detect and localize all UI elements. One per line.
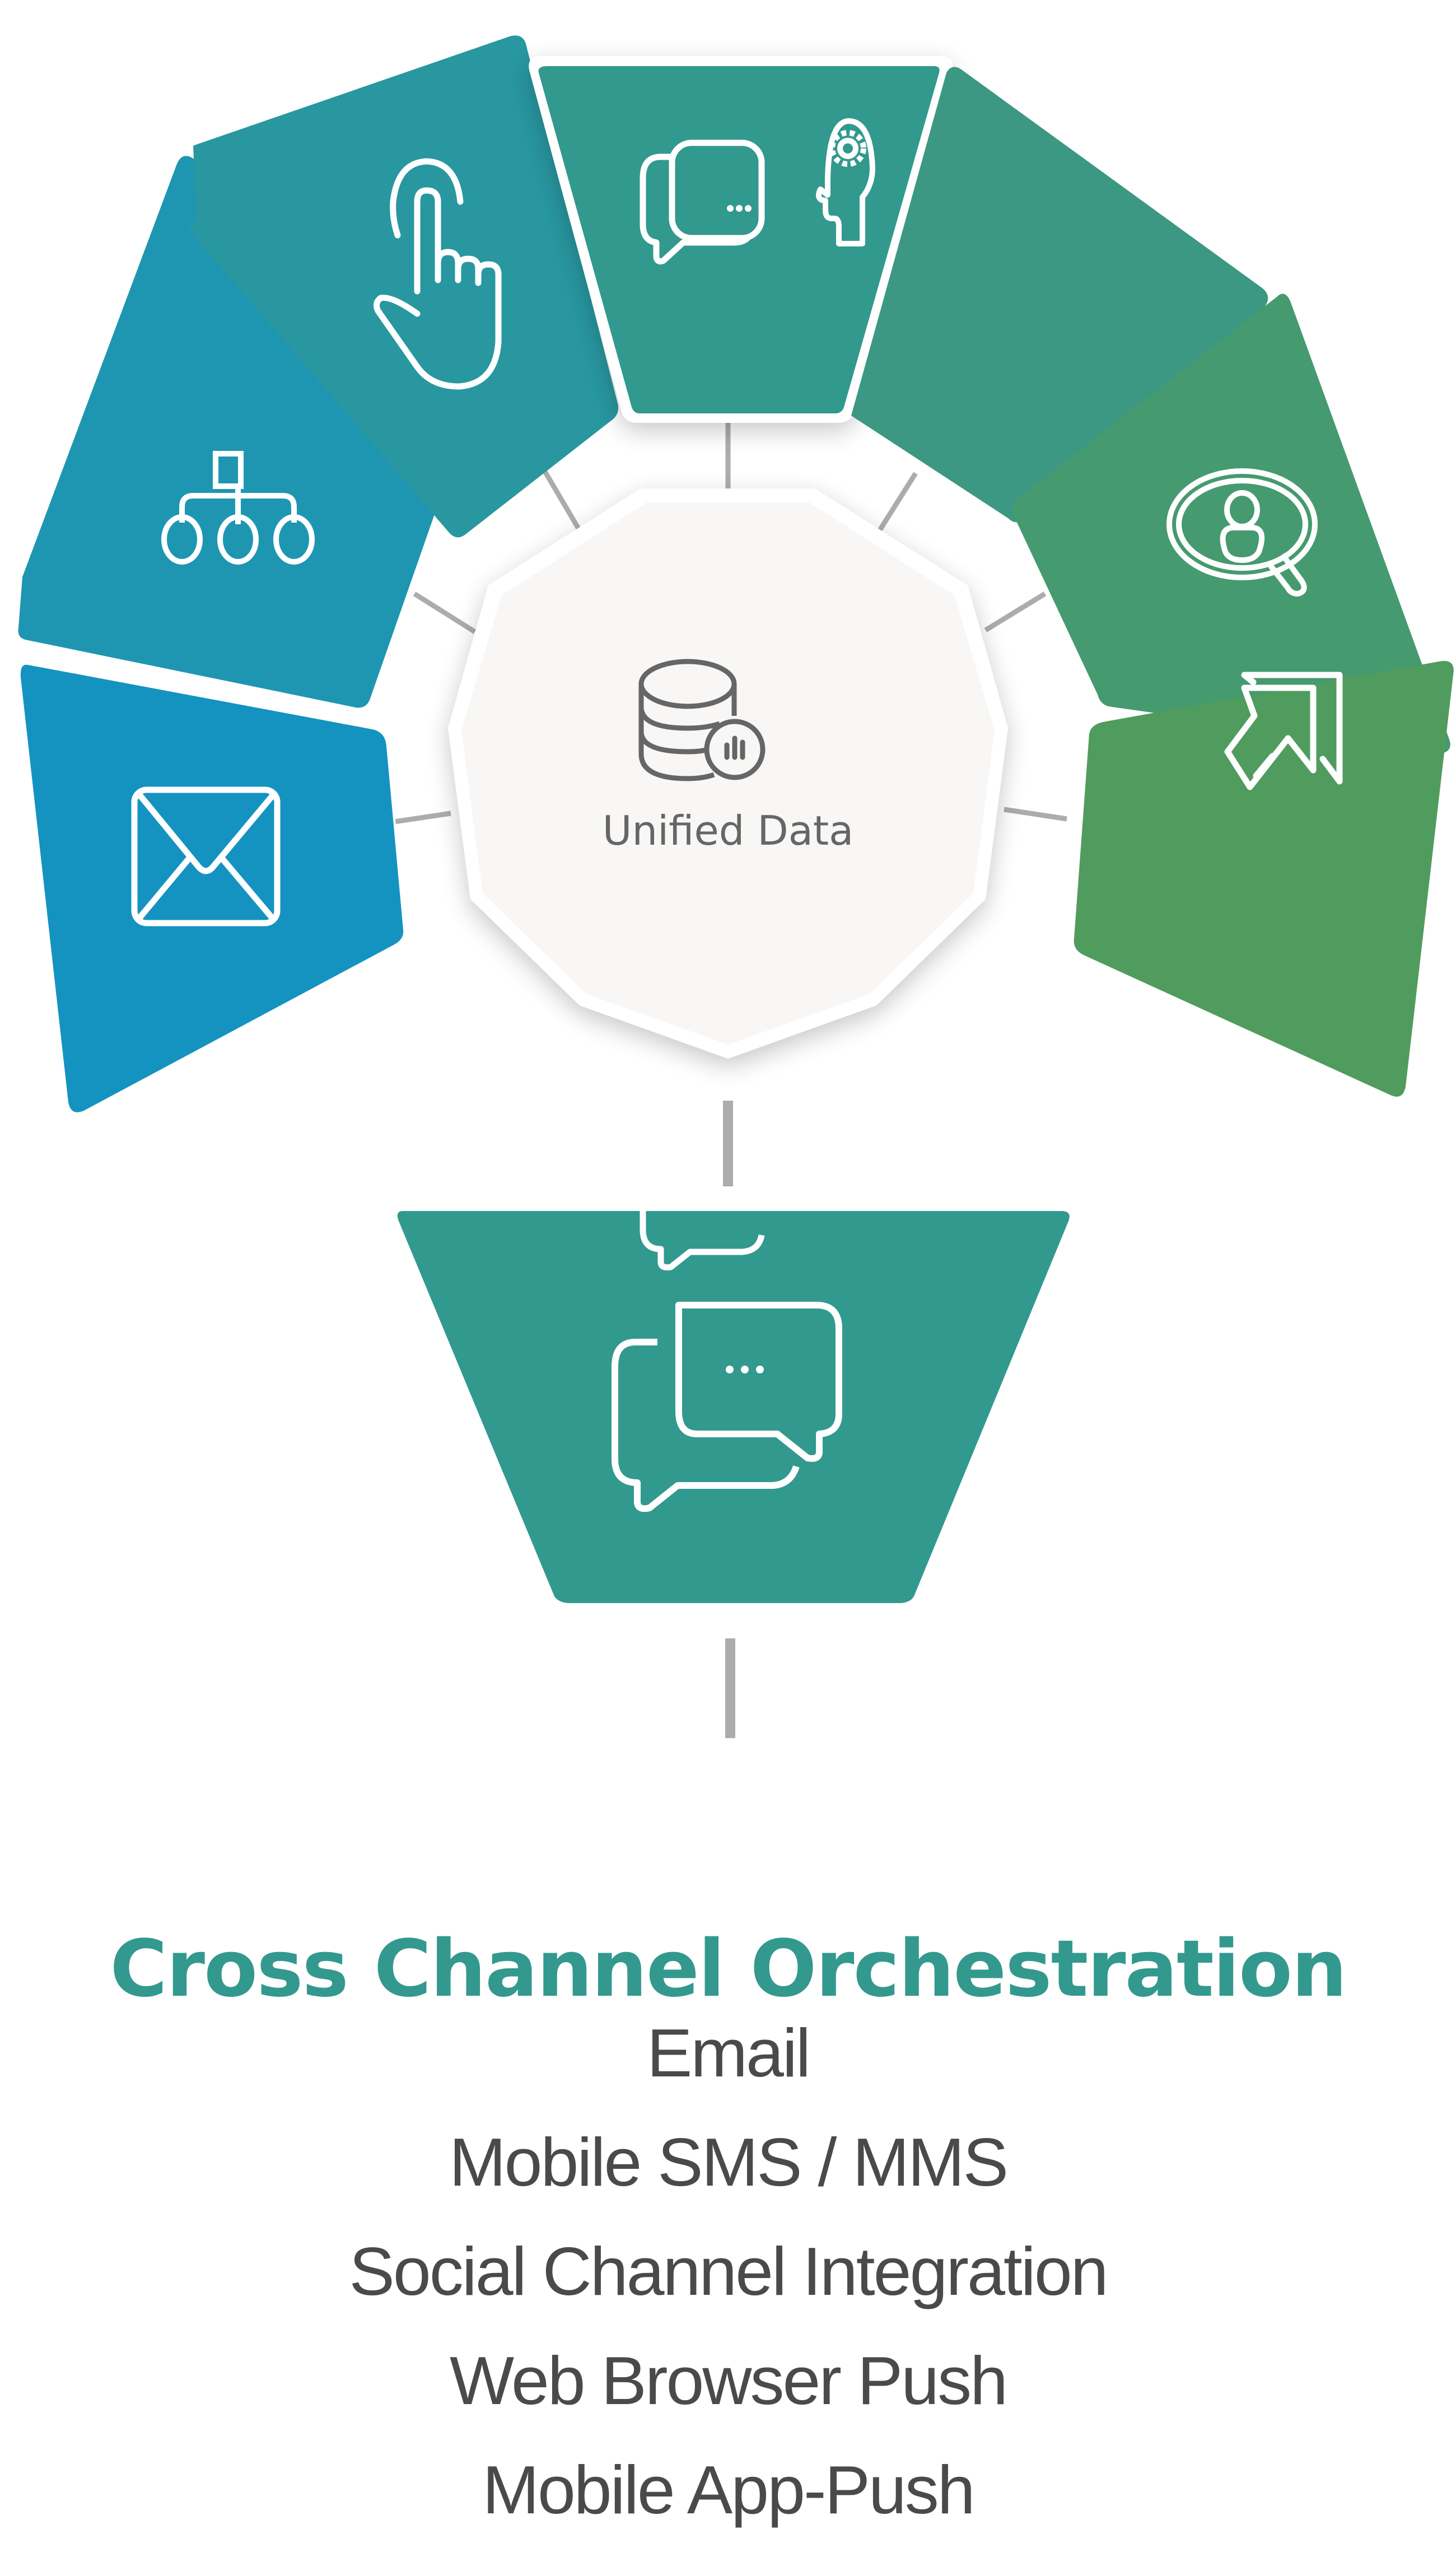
featured-channel-chat[interactable] [397,1173,1070,1603]
hand-pointer-icon [373,158,502,390]
connector-lines [390,412,1067,1738]
chat-bubbles-icon [640,1173,765,1271]
chat-bubbles-icon-large [612,1302,842,1512]
segment-chat[interactable] [529,56,953,423]
channel-item-email: Email [646,2015,811,2091]
connector-search-user [984,591,1047,632]
connector-email [390,811,451,825]
unified-data-hub[interactable]: Unified Data [448,488,1008,1059]
segment-search-user[interactable] [1012,294,1450,753]
channel-item-social: Social Channel Integration [349,2233,1108,2309]
channel-wheel-diagram: Unified Data [18,35,1454,1738]
envelope-icon [131,786,281,926]
database-chart-icon [638,659,766,781]
connector-hierarchy [413,591,477,634]
user-search-icon [1166,468,1318,597]
segment-tap[interactable] [190,35,619,538]
connector-tap [542,469,582,532]
arrow-expand-icon [1224,672,1343,790]
section-title: Cross Channel Orchestration [110,1923,1347,2015]
connector-export [1004,807,1067,822]
segment-email[interactable] [18,662,406,1115]
channel-item-sms-mms: Mobile SMS / MMS [449,2124,1009,2200]
chat-bubbles-icon [640,139,765,265]
connector-ai [877,472,918,533]
channel-list: Email Mobile SMS / MMS Social Channel In… [0,2011,1456,2557]
segment-export[interactable] [1074,660,1454,1097]
hub-label: Unified Data [603,807,854,854]
channel-item-web-push: Web Browser Push [450,2342,1008,2419]
segment-ai[interactable] [816,67,1268,523]
segment-hierarchy[interactable] [18,156,448,708]
org-chart-icon [161,451,315,565]
head-gear-icon [816,118,875,246]
channel-item-app-push: Mobile App-Push [482,2452,975,2528]
